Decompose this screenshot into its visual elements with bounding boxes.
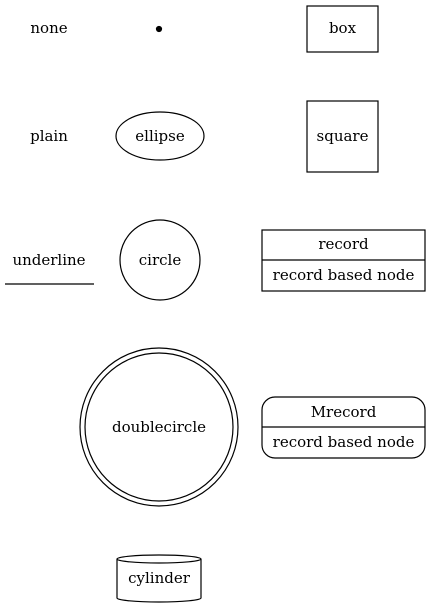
- node-box-label: box: [329, 19, 357, 37]
- box-shape: [306, 5, 379, 53]
- circle-shape: [119, 219, 201, 301]
- Mrecord-field-title: Mrecord: [311, 403, 377, 421]
- record-field-body: record based node: [273, 266, 415, 284]
- point-dot: [155, 25, 163, 33]
- node-underline: underline: [5, 251, 94, 285]
- node-square-label: square: [317, 127, 369, 145]
- node-ellipse-label: ellipse: [135, 127, 185, 145]
- node-underline-label: underline: [12, 251, 85, 269]
- node-doublecircle-label: doublecircle: [112, 418, 206, 436]
- node-none: none: [30, 19, 67, 37]
- record-field-title: record: [318, 235, 369, 253]
- node-square: square: [306, 100, 379, 173]
- node-Mrecord: Mrecord record based node: [261, 396, 426, 459]
- node-circle-label: circle: [139, 251, 182, 269]
- Mrecord-field-body: record based node: [273, 433, 415, 451]
- node-record: record record based node: [261, 229, 426, 292]
- node-none-label: none: [30, 19, 67, 37]
- node-cylinder: cylinder: [116, 554, 202, 603]
- doublecircle-inner: [84, 352, 234, 502]
- node-cylinder-label: cylinder: [128, 569, 191, 587]
- node-ellipse: ellipse: [115, 111, 205, 161]
- node-circle: circle: [119, 219, 201, 301]
- ellipse-shape: [115, 111, 205, 161]
- node-plain-label: plain: [30, 127, 68, 145]
- node-box: box: [306, 5, 379, 53]
- node-plain: plain: [30, 127, 68, 145]
- doublecircle-outer: [79, 347, 239, 507]
- node-point: [155, 25, 163, 33]
- node-doublecircle: doublecircle: [79, 347, 239, 507]
- cylinder-top: [116, 554, 202, 564]
- square-shape: [306, 100, 379, 173]
- cylinder-body: [116, 559, 202, 603]
